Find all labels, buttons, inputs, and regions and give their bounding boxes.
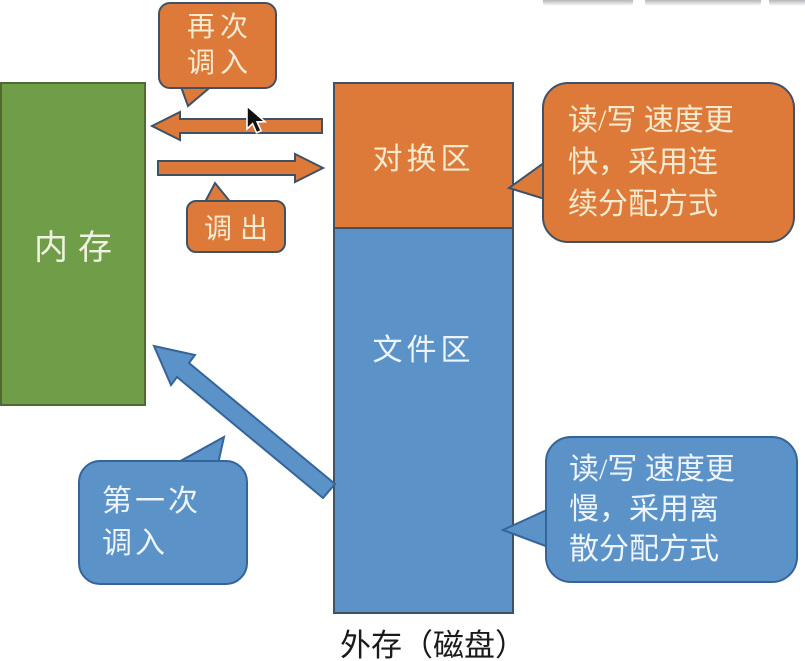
bubble-swap-out: 调出 xyxy=(186,200,286,253)
note-swap-line1: 读/写 速度更 xyxy=(568,103,734,137)
disk-caption: 外存（磁盘） xyxy=(340,628,526,661)
bubble-reload-line2: 调入 xyxy=(186,47,253,79)
window-edge-artifact xyxy=(769,0,805,6)
mouse-pointer-shape xyxy=(246,105,268,134)
note-swap-line2: 快，采用连 xyxy=(568,145,718,179)
storage-rect: 对换区 文件区 xyxy=(333,82,514,614)
note-swap-line3: 续分配方式 xyxy=(568,187,718,221)
note-file-tail xyxy=(500,506,552,550)
bubble-first-load-line2: 调入 xyxy=(102,526,168,560)
cursor-icon xyxy=(246,105,268,134)
note-file-line3: 散分配方式 xyxy=(569,532,719,566)
bubble-first-load: 第一次 调入 xyxy=(78,460,248,585)
file-area-label: 文件区 xyxy=(372,334,475,367)
bubble-reload: 再次 调入 xyxy=(158,2,277,89)
bubble-swap-out-label: 调出 xyxy=(203,213,276,245)
window-edge-artifact xyxy=(645,0,761,6)
note-file-line2: 慢，采用离 xyxy=(569,492,719,526)
arrow-swap-in xyxy=(149,110,323,142)
swap-area-label: 对换区 xyxy=(372,142,475,176)
swap-area: 对换区 xyxy=(335,84,512,229)
arrow-swap-out xyxy=(157,152,326,184)
note-swap-area: 读/写 速度更 快，采用连 续分配方式 xyxy=(542,82,795,243)
window-edge-artifact xyxy=(543,0,633,6)
memory-rect: 内存 xyxy=(0,82,146,406)
memory-label: 内存 xyxy=(34,229,122,267)
note-file-line1: 读/写 速度更 xyxy=(569,452,735,486)
file-area: 文件区 xyxy=(335,229,512,612)
arrow-first-load xyxy=(152,344,337,500)
note-file-area: 读/写 速度更 慢，采用离 散分配方式 xyxy=(545,436,798,583)
bubble-reload-line1: 再次 xyxy=(186,11,253,43)
bubble-first-load-line1: 第一次 xyxy=(102,484,201,518)
